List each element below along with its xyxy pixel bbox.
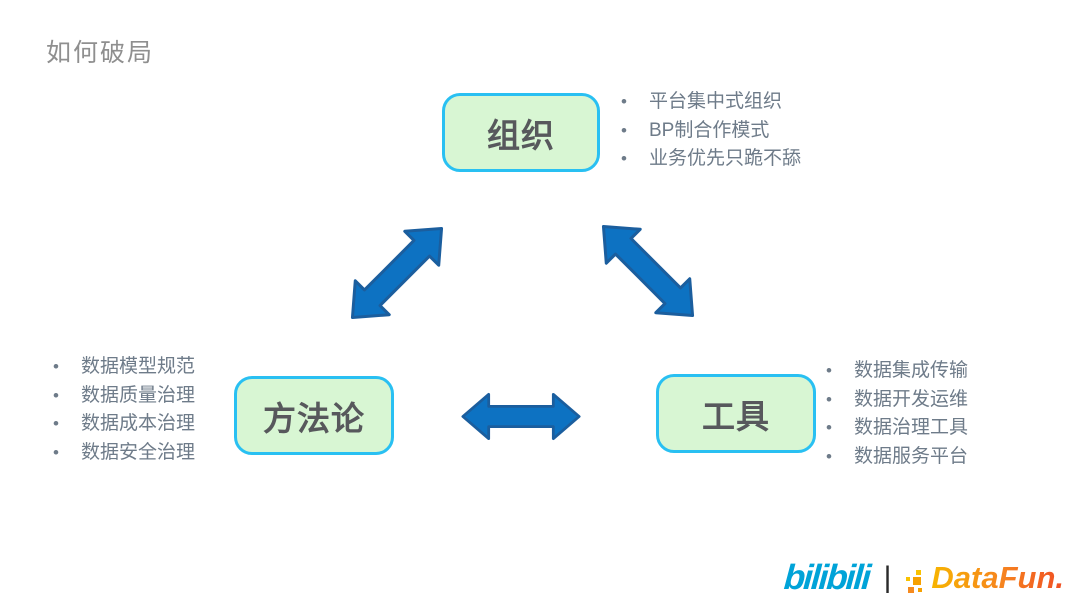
page-title: 如何破局 [46, 39, 155, 67]
bullet-item: 数据质量治理 [45, 382, 195, 411]
bullet-item: 数据开发运维 [818, 386, 968, 415]
bullet-item: 数据治理工具 [818, 414, 968, 443]
double-arrow-icon [350, 226, 444, 320]
bullet-item: 数据成本治理 [45, 410, 195, 439]
node-tools-label: 工具 [702, 397, 770, 435]
bilibili-logo: bilibili [783, 558, 871, 597]
tools-bullet-list: 数据集成传输 数据开发运维 数据治理工具 数据服务平台 [818, 357, 968, 471]
bullet-item: 数据模型规范 [45, 353, 195, 382]
methodology-bullet-list: 数据模型规范 数据质量治理 数据成本治理 数据安全治理 [45, 353, 195, 467]
node-tools: 工具 [656, 374, 816, 453]
logo-separator: | [883, 561, 892, 594]
bullet-item: 数据集成传输 [818, 357, 968, 386]
organization-bullet-list: 平台集中式组织 BP制合作模式 业务优先只跪不舔 [613, 88, 801, 174]
datafun-pixels-icon [905, 568, 927, 596]
footer-logos: bilibili | DataFun. [783, 558, 1064, 598]
double-arrow-icon [461, 392, 581, 441]
node-methodology-label: 方法论 [263, 399, 365, 437]
node-organization: 组织 [442, 93, 600, 172]
bullet-item: 数据安全治理 [45, 439, 195, 468]
bullet-item: 数据服务平台 [818, 443, 968, 472]
bullet-item: BP制合作模式 [613, 117, 801, 146]
node-organization-label: 组织 [487, 116, 555, 154]
datafun-logo: DataFun. [905, 560, 1064, 596]
bullet-item: 平台集中式组织 [613, 88, 801, 117]
double-arrow-icon [601, 224, 695, 318]
bullet-item: 业务优先只跪不舔 [613, 145, 801, 174]
datafun-logo-text: DataFun. [931, 560, 1064, 595]
node-methodology: 方法论 [234, 376, 394, 455]
